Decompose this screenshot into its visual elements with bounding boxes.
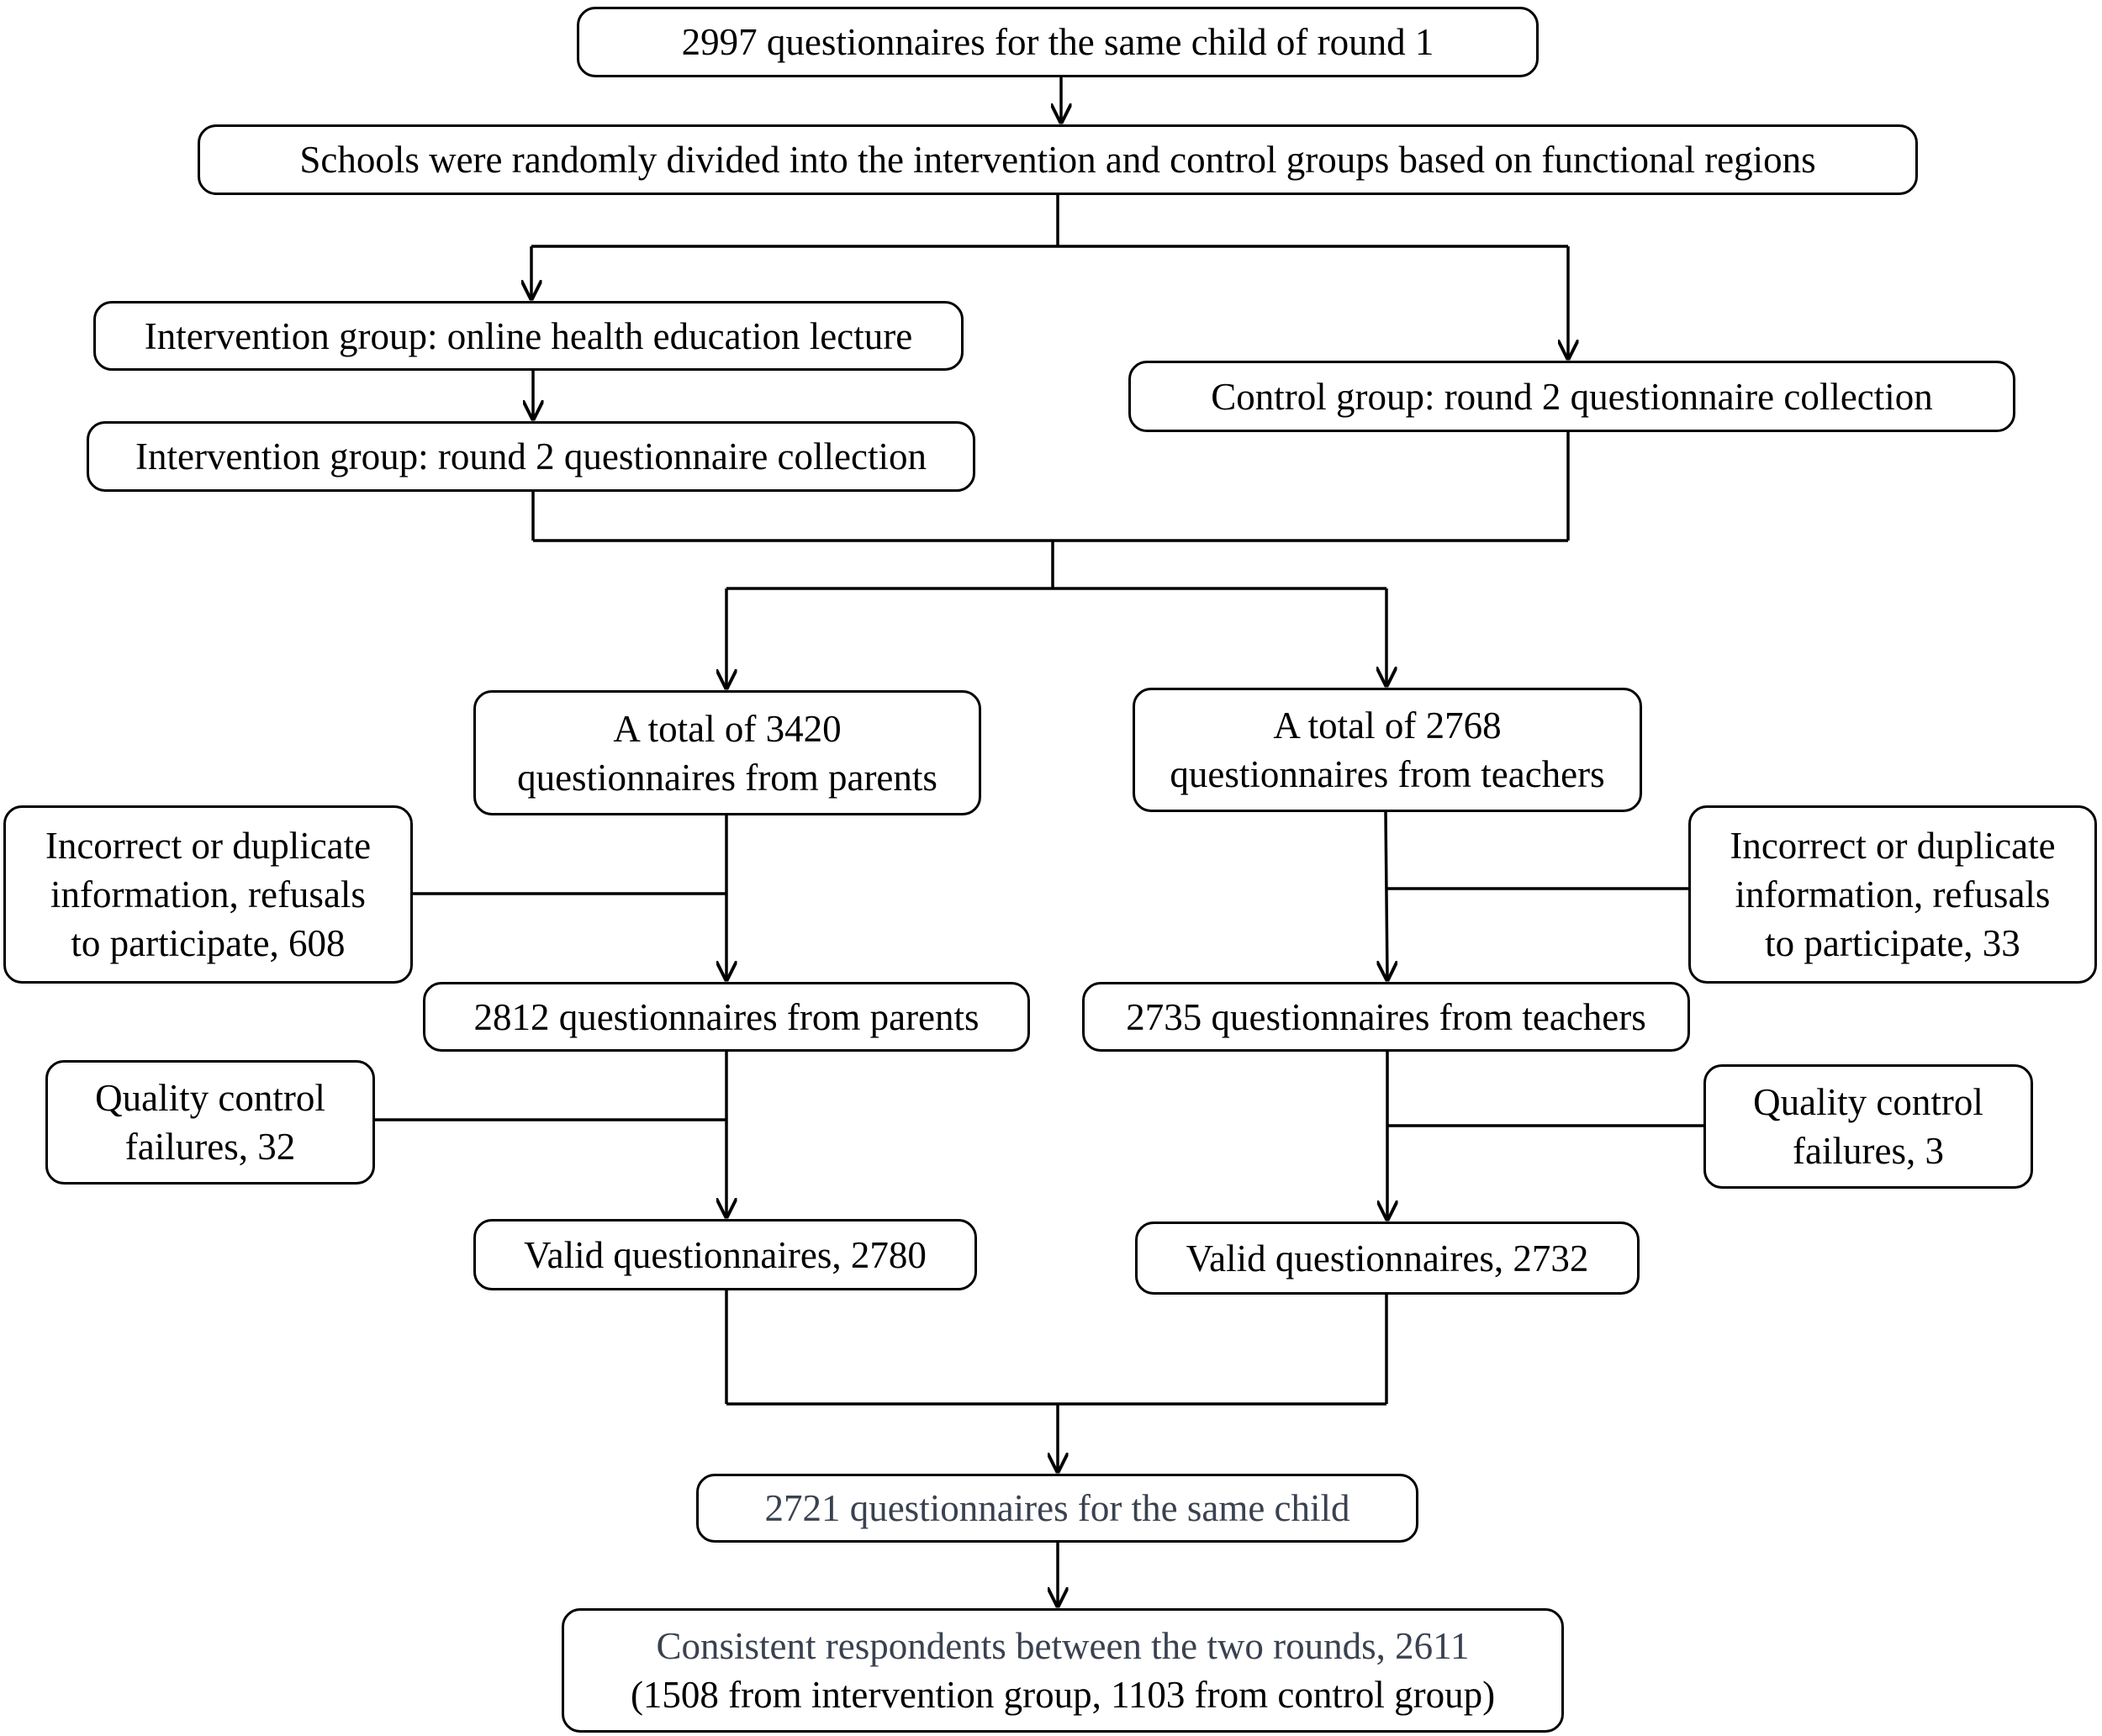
final-box: Consistent respondents between the two r…: [562, 1608, 1564, 1733]
teachers-qc-box: Quality control failures, 3: [1703, 1064, 2033, 1189]
teachers-valid-box: Valid questionnaires, 2732: [1135, 1222, 1640, 1295]
parents-exclusion-line1: Incorrect or duplicate: [45, 825, 372, 867]
control-collection-box: Control group: round 2 questionnaire col…: [1128, 361, 2015, 432]
randomization-box: Schools were randomly divided into the i…: [198, 124, 1918, 195]
parents-exclusion-line3: to participate, 608: [71, 922, 346, 964]
control-collection-text: Control group: round 2 questionnaire col…: [1211, 375, 1933, 418]
intervention-collection-text: Intervention group: round 2 questionnair…: [135, 435, 927, 478]
arrow-teachers-total-to-2735: [1386, 811, 1387, 979]
same-child-box: 2721 questionnaires for the same child: [696, 1474, 1418, 1543]
start-box: 2997 questionnaires for the same child o…: [577, 7, 1539, 77]
teachers-total-box: A total of 2768 questionnaires from teac…: [1133, 688, 1642, 812]
parents-exclusion-box: Incorrect or duplicate information, refu…: [3, 805, 413, 984]
teachers-total-line2: questionnaires from teachers: [1170, 753, 1605, 795]
parents-valid-text: Valid questionnaires, 2780: [524, 1233, 927, 1276]
teachers-exclusion-line2: information, refusals: [1735, 873, 2051, 915]
same-child-text: 2721 questionnaires for the same child: [764, 1487, 1350, 1529]
parents-qc-line1: Quality control: [95, 1077, 325, 1119]
teachers-exclusion-line3: to participate, 33: [1765, 922, 2020, 964]
parents-qc-line2: failures, 32: [124, 1126, 296, 1168]
parents-exclusion-line2: information, refusals: [50, 873, 366, 915]
teachers-qc-line1: Quality control: [1753, 1081, 1983, 1123]
intervention-lecture-text: Intervention group: online health educat…: [144, 314, 913, 357]
parents-total-line2: questionnaires from parents: [517, 756, 937, 799]
teachers-valid-text: Valid questionnaires, 2732: [1186, 1237, 1589, 1280]
intervention-lecture-box: Intervention group: online health educat…: [93, 301, 964, 371]
teachers-qc-line2: failures, 3: [1793, 1130, 1944, 1172]
final-line2: (1508 from intervention group, 1103 from…: [630, 1674, 1496, 1716]
parents-after-exclusion-text: 2812 questionnaires from parents: [473, 995, 980, 1038]
final-line1: Consistent respondents between the two r…: [656, 1625, 1470, 1667]
randomization-text: Schools were randomly divided into the i…: [299, 139, 1816, 181]
teachers-exclusion-box: Incorrect or duplicate information, refu…: [1688, 805, 2097, 984]
parents-total-line1: A total of 3420: [613, 707, 842, 750]
intervention-collection-box: Intervention group: round 2 questionnair…: [87, 421, 975, 492]
teachers-total-line1: A total of 2768: [1273, 704, 1502, 747]
teachers-after-exclusion-text: 2735 questionnaires from teachers: [1126, 995, 1646, 1038]
teachers-after-exclusion-box: 2735 questionnaires from teachers: [1082, 982, 1690, 1052]
parents-after-exclusion-box: 2812 questionnaires from parents: [423, 982, 1030, 1052]
parents-valid-box: Valid questionnaires, 2780: [473, 1219, 977, 1290]
parents-qc-box: Quality control failures, 32: [45, 1060, 375, 1185]
parents-total-box: A total of 3420 questionnaires from pare…: [473, 690, 981, 815]
start-text: 2997 questionnaires for the same child o…: [681, 21, 1434, 63]
teachers-exclusion-line1: Incorrect or duplicate: [1730, 825, 2056, 867]
